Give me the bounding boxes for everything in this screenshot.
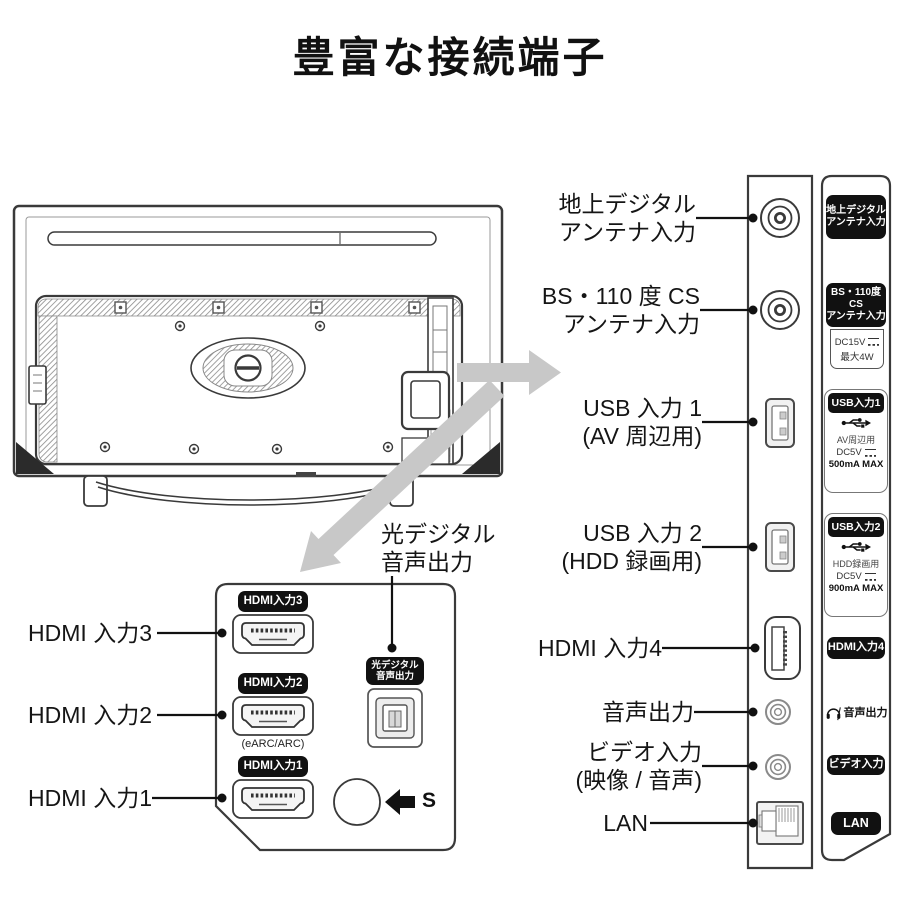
- badge-hdmi4: HDMI入力4: [827, 637, 885, 659]
- usb2-spec-group: USB入力2 HDD録画用 DC5V 900mA MAX: [824, 513, 888, 617]
- usb1-port: [765, 398, 795, 448]
- usb2-port: [765, 522, 795, 572]
- badge-optical: 光デジタル 音声出力: [366, 657, 424, 685]
- badge-video-in: ビデオ入力: [827, 755, 885, 775]
- label-hdmi1: HDMI 入力1: [28, 785, 152, 811]
- s-label: S: [422, 789, 437, 812]
- s-arrow-icon: [385, 789, 415, 815]
- hdmi2-port: [231, 695, 315, 737]
- leader-dots: [217, 213, 760, 828]
- bs-cs-antenna-port: [759, 289, 801, 331]
- label-usb1: USB 入力 1 (AV 周辺用): [582, 395, 702, 450]
- hdmi1-port: [231, 778, 315, 820]
- badge-hdmi3: HDMI入力3: [238, 591, 308, 612]
- bs-cs-power: 最大4W: [840, 351, 874, 363]
- label-audio-out: 音声出力: [602, 699, 694, 725]
- dc-symbol-icon: [864, 572, 876, 581]
- usb2-voltage: DC5V: [836, 571, 862, 582]
- label-bs-cs-antenna: BS・110 度 CS アンテナ入力: [541, 283, 700, 338]
- badge-lan: LAN: [831, 812, 881, 835]
- badge-terrestrial: 地上デジタル アンテナ入力: [826, 195, 886, 239]
- dc-symbol-icon: [864, 448, 876, 457]
- usb1-voltage: DC5V: [836, 447, 862, 458]
- badge-hdmi2: HDMI入力2: [238, 673, 308, 694]
- label-lan: LAN: [603, 810, 648, 836]
- label-hdmi2: HDMI 入力2: [28, 702, 152, 728]
- usb1-spec-group: USB入力1 AV周辺用 DC5V 500mA MAX: [824, 389, 888, 493]
- stand-screw-hole: [333, 778, 381, 826]
- audio-out-row: 音声出力: [822, 700, 890, 724]
- earc-label: (eARC/ARC): [241, 738, 305, 750]
- badge-usb1: USB入力1: [828, 393, 884, 413]
- hdmi3-port: [231, 613, 315, 655]
- usb2-use: HDD録画用: [832, 559, 880, 569]
- bs-cs-voltage: DC15V: [834, 336, 866, 348]
- badge-usb2: USB入力2: [828, 517, 884, 537]
- leader-lines: [152, 216, 755, 825]
- usb-icon: [841, 542, 871, 552]
- arrow-down-left-icon: [300, 380, 505, 572]
- usb1-current: 500mA MAX: [828, 459, 884, 470]
- terrestrial-antenna-port: [759, 197, 801, 239]
- usb1-use: AV周辺用: [836, 435, 876, 445]
- lan-port: [756, 801, 804, 845]
- label-usb2: USB 入力 2 (HDD 録画用): [561, 520, 702, 575]
- label-optical-audio: 光デジタル 音声出力: [381, 521, 496, 576]
- usb-icon: [841, 418, 871, 428]
- badge-hdmi1: HDMI入力1: [238, 756, 308, 777]
- bs-cs-spec-box: DC15V 最大4W: [830, 329, 884, 369]
- headphone-icon: [826, 706, 841, 720]
- arrow-right-icon: [457, 350, 561, 395]
- label-hdmi3: HDMI 入力3: [28, 620, 152, 646]
- badge-bs-cs: BS・110度CS アンテナ入力: [826, 283, 886, 327]
- label-terrestrial-antenna: 地上デジタル アンテナ入力: [558, 191, 696, 246]
- label-video-in: ビデオ入力 (映像 / 音声): [575, 739, 703, 794]
- label-hdmi4: HDMI 入力4: [538, 635, 662, 661]
- page-title: 豊富な接続端子: [292, 34, 608, 81]
- hdmi4-port: [764, 616, 801, 680]
- tv-back-illustration: [12, 204, 504, 507]
- audio-out-text: 音声出力: [843, 707, 888, 719]
- dc-symbol-icon: [868, 338, 880, 346]
- vesa-mount: [190, 337, 306, 399]
- screws: [99, 301, 421, 455]
- optical-audio-port: [367, 688, 423, 748]
- usb2-current: 900mA MAX: [828, 583, 884, 594]
